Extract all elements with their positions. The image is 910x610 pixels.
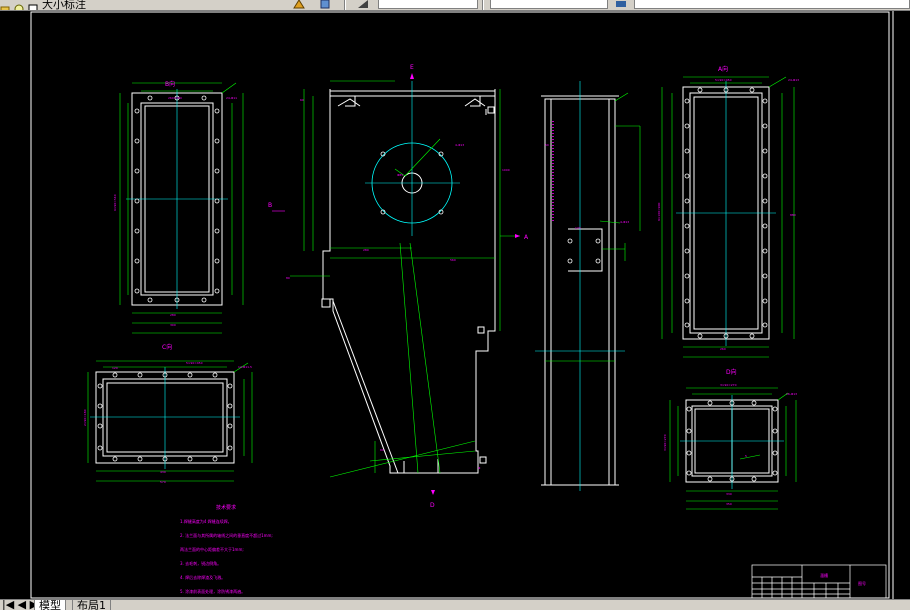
sheet-border: [30, 11, 890, 599]
svg-text:16-Φ13: 16-Φ13: [786, 392, 797, 396]
arrow-d-label: D: [430, 502, 435, 509]
svg-text:14-Φ11.5: 14-Φ11.5: [238, 365, 252, 369]
title-block-code: 图号: [858, 580, 866, 586]
section-b-label: B: [268, 202, 272, 209]
front-dims: [290, 80, 520, 478]
view-c-label: C向: [162, 343, 172, 351]
svg-text:300: 300: [170, 323, 176, 327]
svg-text:50: 50: [545, 143, 549, 147]
view-b-holes: [134, 95, 220, 303]
title-block-part-name: 溜槽: [820, 572, 828, 578]
svg-text:120: 120: [112, 366, 118, 370]
arrow-a-label: A: [524, 234, 529, 241]
view-b-label: B向: [165, 80, 175, 88]
drawing-canvas[interactable]: B向 260×560 24-Φ11 6×90=540 280 300 C向 12…: [0, 11, 910, 600]
front-labels: E B A D 4-Φ13 Φ85 60 1000 280 560 80 60 …: [268, 64, 529, 509]
svg-text:3×90=270: 3×90=270: [720, 383, 737, 387]
svg-text:Φ85: Φ85: [397, 173, 403, 177]
toolbar-separator: [482, 0, 484, 10]
tech-note-6: 5. 涂漆前表面处理，涂防锈漆两遍。: [180, 588, 245, 594]
svg-text:80: 80: [286, 276, 290, 280]
svg-text:4-Φ13: 4-Φ13: [455, 143, 464, 147]
front-hole-circle: [365, 81, 460, 236]
toolbar-separator: [344, 0, 346, 10]
layout-tab-bar: |◀ ◀ ▶ ▶| 模型 布局1: [0, 599, 910, 610]
view-d-label: D向: [726, 368, 737, 376]
tab-navigation[interactable]: |◀ ◀ ▶ ▶|: [2, 599, 54, 610]
side-details: 4-Φ13 50 170: [535, 81, 641, 491]
layer-icon[interactable]: [28, 0, 38, 10]
view-a: A向 5×90=450 24-Φ13 9×100=900 880 260: [657, 65, 799, 358]
svg-text:9×100=900: 9×100=900: [657, 203, 661, 221]
tech-note-2: 2. 法兰面与其所属的轴线之间的垂直度不超过1mm;: [180, 532, 273, 538]
svg-text:3×90=270: 3×90=270: [663, 434, 667, 451]
svg-text:Φ: Φ: [478, 466, 481, 470]
toolbar-left: 大小标注: [0, 0, 86, 11]
svg-text:4-Φ13: 4-Φ13: [620, 220, 629, 224]
svg-text:350: 350: [726, 502, 732, 506]
svg-text:5: 5: [745, 454, 747, 458]
lineweight-combo[interactable]: [490, 0, 608, 9]
front-bolt-holes: [380, 151, 444, 215]
svg-text:5×90=450: 5×90=450: [715, 78, 732, 82]
svg-text:280: 280: [363, 248, 369, 252]
technical-notes: 技术要求 1.焊缝高度为4 焊缝连续焊。 2. 法兰面与其所属的轴线之间的垂直度…: [180, 504, 273, 594]
svg-text:560: 560: [450, 258, 456, 262]
section-e-label: E: [410, 64, 414, 71]
svg-text:24-Φ11: 24-Φ11: [226, 96, 237, 100]
view-a-holes: [684, 87, 768, 339]
svg-text:1000: 1000: [502, 168, 510, 172]
tab-model[interactable]: 模型: [34, 600, 66, 610]
folder-icon[interactable]: [0, 0, 10, 10]
svg-text:430: 430: [160, 470, 166, 474]
tech-note-4: 3. 去毛刺，锐边倒角。: [180, 560, 221, 566]
properties-icon[interactable]: [318, 0, 332, 10]
match-icon[interactable]: [292, 0, 306, 10]
color-icon[interactable]: [356, 0, 370, 10]
toolbar: 大小标注: [0, 0, 910, 11]
view-b-dims: [119, 82, 244, 334]
view-d: D向 3×90=270 16-Φ13 3×90=270 5 330 350: [663, 368, 797, 510]
cad-drawing[interactable]: B向 260×560 24-Φ11 6×90=540 280 300 C向 12…: [0, 11, 910, 600]
view-c: C向 120 5×90=450 14-Φ11.5 2×90=180 430 57…: [83, 343, 253, 484]
svg-text:260: 260: [720, 347, 726, 351]
svg-text:24-Φ13: 24-Φ13: [788, 78, 799, 82]
save-icon[interactable]: [14, 0, 24, 10]
view-front: [321, 89, 496, 474]
view-c-dims: [87, 360, 253, 482]
svg-text:170: 170: [575, 226, 581, 230]
tech-notes-title: 技术要求: [216, 504, 236, 511]
title-block: [751, 564, 887, 599]
svg-text:260×560: 260×560: [168, 96, 182, 100]
tech-note-3: 两法兰面的中心距偏差不大于1mm;: [180, 546, 244, 552]
view-a-label: A向: [718, 65, 728, 73]
svg-text:880: 880: [790, 213, 796, 217]
view-b: B向 260×560 24-Φ11 6×90=540 280 300: [113, 80, 244, 334]
plotstyle-icon[interactable]: [614, 0, 628, 10]
svg-text:6×90=540: 6×90=540: [113, 194, 117, 211]
svg-text:330: 330: [726, 492, 732, 496]
svg-text:2×90=180: 2×90=180: [83, 409, 87, 426]
svg-text:60: 60: [300, 98, 304, 102]
svg-text:570: 570: [160, 480, 166, 484]
tech-note-5: 4. 焊后去除焊渣及飞溅。: [180, 574, 225, 580]
view-d-holes: [686, 400, 778, 482]
layer-name: 大小标注: [42, 0, 86, 11]
svg-text:60: 60: [380, 448, 384, 452]
front-outline: [322, 89, 496, 474]
svg-text:5×90=450: 5×90=450: [186, 361, 203, 365]
svg-text:280: 280: [170, 313, 176, 317]
plotstyle-combo[interactable]: [634, 0, 910, 9]
linetype-combo[interactable]: [378, 0, 478, 9]
tech-note-1: 1.焊缝高度为4 焊缝连续焊。: [180, 518, 232, 524]
tab-layout1[interactable]: 布局1: [72, 600, 111, 610]
view-c-holes: [97, 372, 233, 462]
